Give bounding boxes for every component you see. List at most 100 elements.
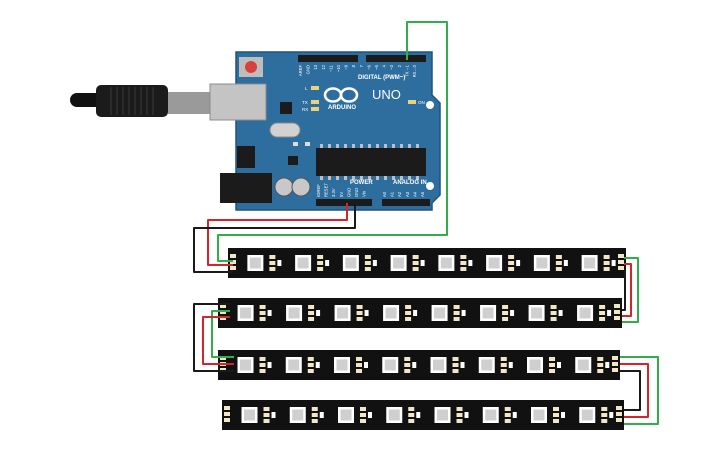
solder-pad [601,419,608,423]
led-pixel[interactable] [345,257,357,269]
led-pixel[interactable] [529,359,541,371]
solder-pad [553,413,560,417]
solder-pad [453,305,460,309]
led-pixel[interactable] [288,359,300,371]
solder-pad [356,363,363,367]
svg-text:TX: TX [302,100,308,105]
analog-header [382,199,430,206]
svg-text:RX: RX [302,107,308,112]
led-pixel[interactable] [579,307,591,319]
led-pixel[interactable] [531,307,543,319]
solder-pad [308,311,315,315]
solder-pad [356,369,363,373]
solder-pad [308,317,315,321]
solder-pad [555,261,562,265]
led-pixel[interactable] [393,257,405,269]
strip-contact-pad [616,406,622,410]
pin-label: 3.3V [331,188,336,197]
solder-pad [307,369,314,373]
led-pixel[interactable] [437,409,449,421]
solder-pad [412,255,419,259]
pin-label: ~3 [389,64,394,69]
pin-label: 4 [382,64,387,67]
led-pixel[interactable] [336,359,348,371]
led-pixel[interactable] [240,359,252,371]
solder-pad [259,305,266,309]
led-pixel[interactable] [337,307,349,319]
led-pixel[interactable] [433,359,445,371]
led-pixel[interactable] [482,307,494,319]
solder-pad [408,413,415,417]
capacitor-pad [605,362,610,368]
led-pixel[interactable] [581,409,593,421]
solder-pad [311,413,318,417]
solder-pad [597,357,604,361]
capacitor-pad [267,362,272,368]
pin-label: Vin [362,190,367,197]
solder-pad [500,363,507,367]
solder-pad [549,369,556,373]
led-pixel[interactable] [434,307,446,319]
solder-pad [259,311,266,315]
led-tx [311,100,319,104]
wire-5v-red [207,203,348,266]
led-pixel[interactable] [340,409,352,421]
capacitor-pad [416,412,421,418]
led-pixel[interactable] [292,409,304,421]
led-pixel[interactable] [385,307,397,319]
wire-gnd-black [193,203,356,273]
capacitor-pad [368,412,373,418]
solder-pad [307,363,314,367]
led-strip-3[interactable] [218,350,620,380]
solder-pad [412,261,419,265]
solder-pad [269,255,276,259]
wires [193,21,659,425]
reset-button[interactable] [245,61,257,73]
solder-pad [599,317,606,321]
led-pixel[interactable] [577,359,589,371]
led-strip-1[interactable] [228,248,626,278]
solder-pad [360,413,367,417]
capacitor-pad [609,412,614,418]
led-pixel[interactable] [244,409,256,421]
led-pixel[interactable] [584,257,596,269]
strip-contact-pad [614,304,620,308]
solder-pad [317,267,324,271]
led-pixel[interactable] [249,257,261,269]
strip-contact-pad [224,418,230,422]
solder-pad [508,255,515,259]
pin-label: ~6 [366,64,371,69]
capacitor-pad [512,412,517,418]
led-pixel[interactable] [481,359,493,371]
solder-pad [603,261,610,265]
led-pixel[interactable] [536,257,548,269]
strip-contact-pad [224,412,230,416]
solder-pad [553,407,560,411]
wire-s3-s4-black [620,370,641,411]
pin-label: 5V [339,192,344,197]
led-pixel[interactable] [533,409,545,421]
led-pixel[interactable] [488,257,500,269]
capacitor-pad [277,260,282,266]
solder-pad [502,305,509,309]
power-header [316,199,372,206]
led-pixel[interactable] [297,257,309,269]
led-strip-4[interactable] [222,400,624,430]
solder-pad [259,363,266,367]
led-pixel[interactable] [240,307,252,319]
solder-pad [404,369,411,373]
led-pixel[interactable] [388,409,400,421]
led-on [408,100,416,104]
led-pixel[interactable] [485,409,497,421]
strip-contact-pad [612,362,618,366]
strip-contact-pad [618,254,624,258]
led-strip-2[interactable] [218,298,622,328]
led-pixel[interactable] [440,257,452,269]
capacitor-pad [372,260,377,266]
solder-pad [259,317,266,321]
led-pixel[interactable] [288,307,300,319]
led-pixel[interactable] [384,359,396,371]
solder-pad [356,311,363,315]
